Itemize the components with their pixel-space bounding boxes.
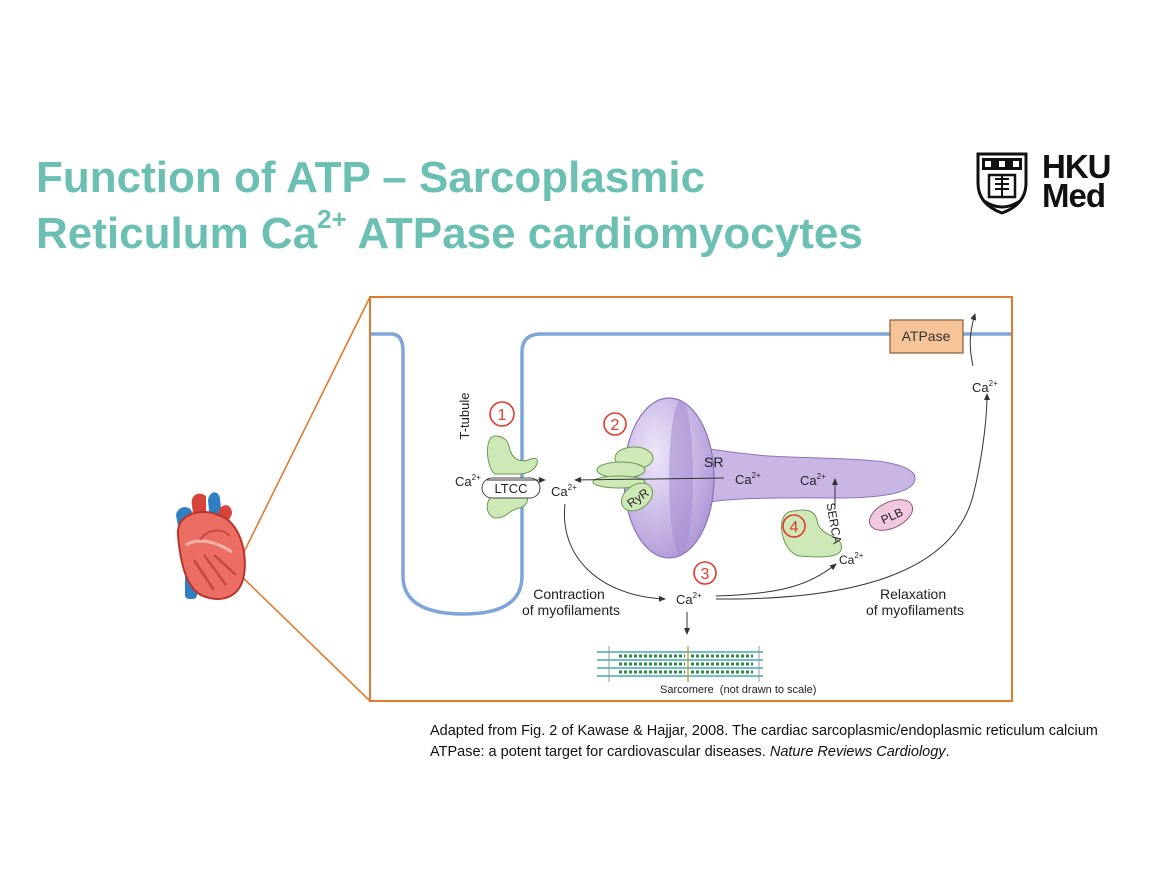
title-line-2-start: Reticulum Ca <box>36 209 318 258</box>
ltcc-label: LTCC <box>495 481 528 496</box>
logo-line-1: HKU <box>1042 148 1111 185</box>
zoom-line-top <box>239 296 371 561</box>
annotation-4: 4 <box>782 514 806 538</box>
plb-protein: PLB <box>868 499 914 531</box>
annotation-1: 1 <box>489 401 515 427</box>
logo-line-2: Med <box>1042 177 1106 214</box>
sarcoplasmic-reticulum: SR <box>623 397 916 559</box>
sarcomere-caption: Sarcomere(not drawn to scale) <box>660 684 816 696</box>
slide-title: Function of ATP – Sarcoplasmic Reticulum… <box>36 150 863 262</box>
citation-end: . <box>945 744 950 760</box>
sarcomere-graphic <box>597 646 763 682</box>
zoom-line-bottom <box>239 574 371 702</box>
ryr-channel: RyR <box>592 446 654 512</box>
svg-text:4: 4 <box>790 519 799 536</box>
hku-med-logo: HKU Med <box>1042 150 1111 212</box>
ltcc-channel: LTCC <box>481 435 541 519</box>
hku-crest-icon <box>976 152 1028 215</box>
title-line-2-end: ATPase cardiomyocytes <box>346 209 863 258</box>
ca-label-sr: Ca2+ <box>735 471 761 487</box>
atpase-efflux-arrow <box>969 313 977 367</box>
title-line-1: Function of ATP – Sarcoplasmic <box>36 153 706 202</box>
flux-arrows <box>487 313 990 635</box>
annotation-2: 2 <box>603 412 627 436</box>
svg-text:3: 3 <box>701 566 710 583</box>
ca-label-serca-top: Ca2+ <box>800 472 826 488</box>
citation-body: Adapted from Fig. 2 of Kawase & Hajjar, … <box>430 723 1098 760</box>
ca-labels: Ca2+ Ca2+ Ca2+ Ca2+ Ca2+ Ca2+ Ca2+ <box>455 379 998 607</box>
relaxation-label: Relaxation of myofilaments <box>866 586 964 618</box>
ca-label-atpase: Ca2+ <box>972 379 998 395</box>
heart-icon <box>176 492 246 600</box>
sr-label: SR <box>704 454 723 470</box>
annotation-marks: 1 2 3 4 <box>489 401 806 585</box>
ca-label-ltcc: Ca2+ <box>455 473 481 489</box>
serca-pump: SERCA <box>781 502 844 558</box>
citation-journal: Nature Reviews Cardiology <box>769 744 946 760</box>
serca-uptake-arrow <box>715 563 837 597</box>
ca-label-cytosol: Ca2+ <box>551 483 577 499</box>
atpase-label: ATPase <box>902 328 951 344</box>
cell-membrane <box>371 332 1011 616</box>
contraction-label: Contraction of myofilaments <box>522 586 620 618</box>
svg-text:2: 2 <box>611 417 620 434</box>
ryr-release-arrow <box>574 476 725 483</box>
svg-text:1: 1 <box>498 407 507 424</box>
relaxation-arrow <box>715 393 990 600</box>
ca-label-myofilaments: Ca2+ <box>676 591 702 607</box>
ca-label-serca-bottom: Ca2+ <box>839 551 864 567</box>
atpase-pump: ATPase <box>889 319 964 354</box>
title-superscript: 2+ <box>317 204 347 234</box>
citation-text: Adapted from Fig. 2 of Kawase & Hajjar, … <box>430 721 1155 763</box>
annotation-3: 3 <box>693 561 717 585</box>
contraction-arrow <box>563 503 666 602</box>
sr-diagram: ATPase T-tubule SR RyR LTCC <box>369 296 1013 702</box>
t-tubule-label: T-tubule <box>457 393 472 440</box>
